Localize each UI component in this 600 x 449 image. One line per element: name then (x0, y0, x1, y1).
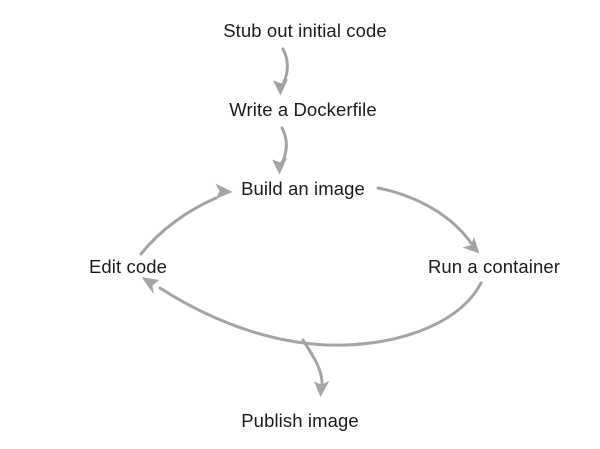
node-stub-out-initial-code[interactable]: Stub out initial code (223, 20, 387, 41)
arrowhead-icon (141, 277, 159, 294)
edge-path (376, 186, 473, 245)
node-run-a-container[interactable]: Run a container (427, 256, 561, 277)
arrowhead-icon (215, 183, 233, 199)
edge-path (301, 338, 324, 388)
edge-stub-to-dockerfile (273, 47, 289, 96)
node-build-an-image[interactable]: Build an image (241, 178, 365, 199)
edge-dockerfile-to-build (272, 126, 288, 175)
edge-edit-to-build (139, 183, 233, 256)
arrowhead-icon (314, 380, 330, 397)
edge-build-to-run (376, 186, 480, 254)
edge-path (158, 281, 483, 347)
arrowhead-icon (462, 237, 480, 254)
edge-path (139, 196, 218, 256)
node-publish-image[interactable]: Publish image (241, 410, 359, 431)
arrowhead-icon (273, 78, 289, 96)
node-write-a-dockerfile[interactable]: Write a Dockerfile (229, 99, 377, 120)
node-edit-code[interactable]: Edit code (88, 256, 168, 277)
edge-cycle-to-publish (301, 338, 330, 397)
arrowhead-icon (272, 157, 288, 175)
edge-run-to-edit (141, 277, 483, 347)
